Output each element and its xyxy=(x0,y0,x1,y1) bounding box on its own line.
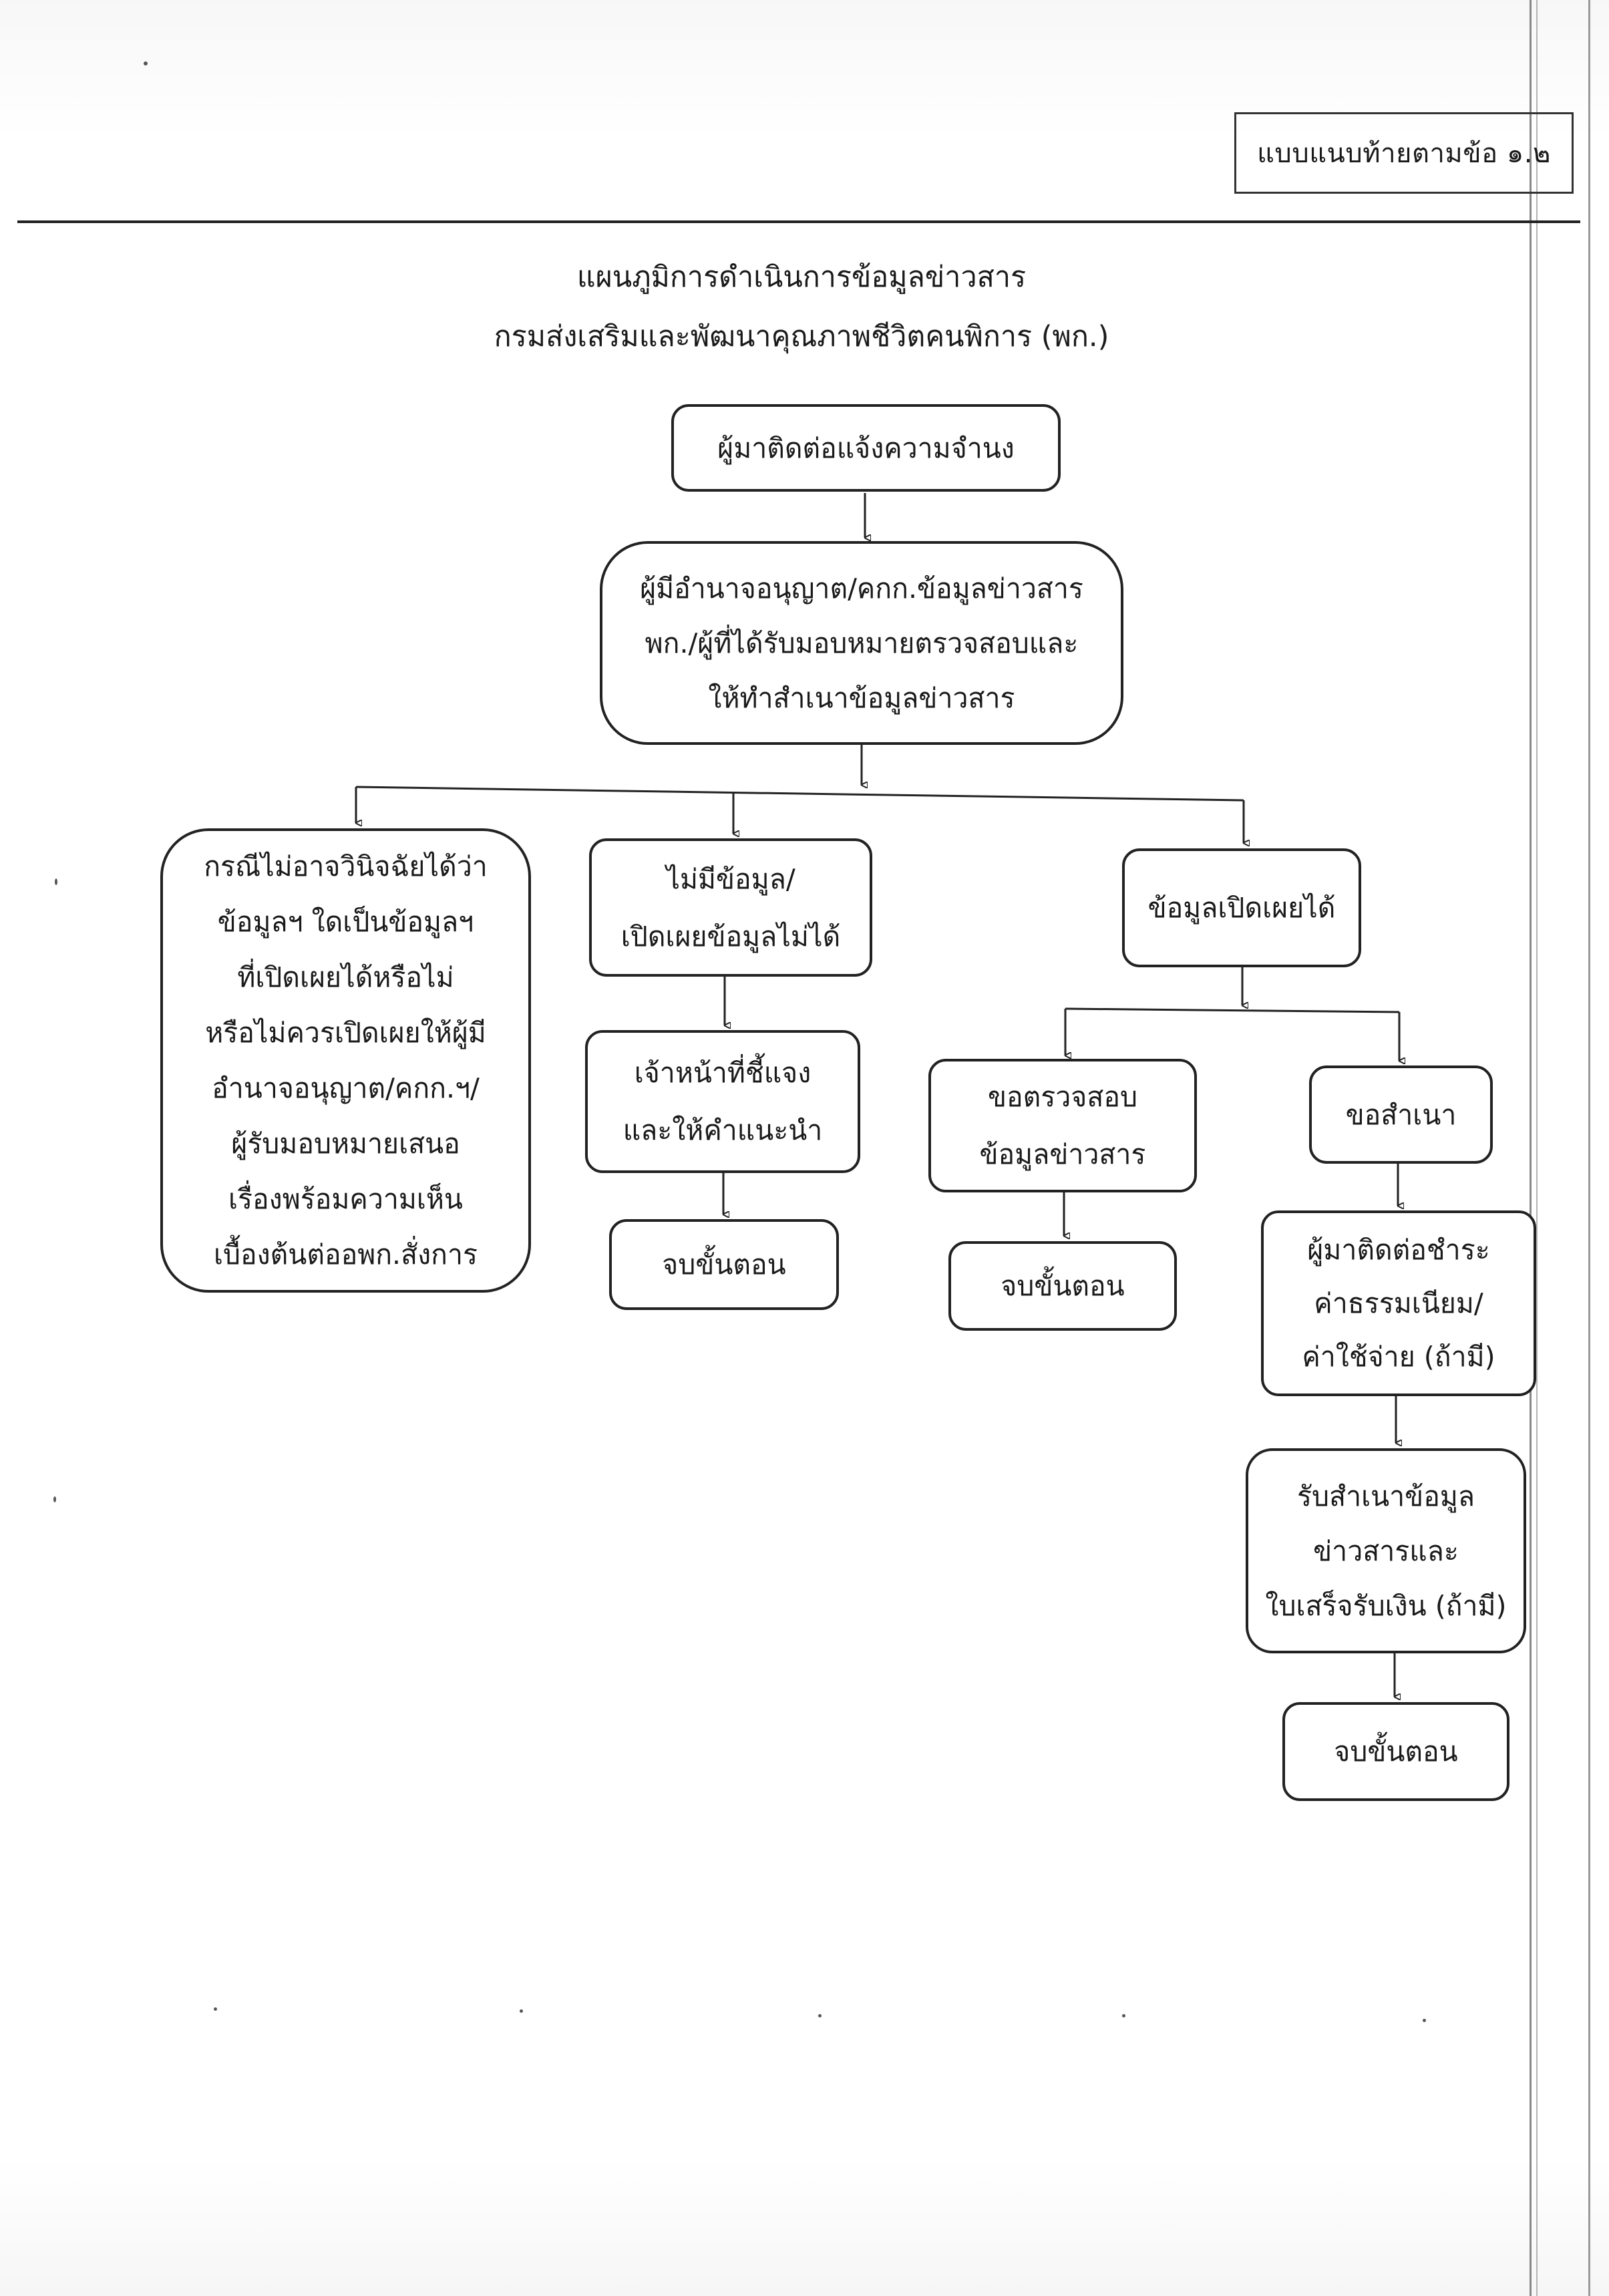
node-text-line: ที่เปิดเผยได้หรือไม่ xyxy=(237,961,454,993)
node-text-line: ข้อมูลฯ ใดเป็นข้อมูลฯ xyxy=(217,905,474,938)
node-text-line: ค่าใช้จ่าย (ถ้ามี) xyxy=(1302,1341,1495,1373)
scan-speck xyxy=(1423,2019,1426,2022)
node-text-line: จบขั้นตอน xyxy=(1334,1736,1458,1768)
connector-sub-split-bar xyxy=(1065,1007,1400,1013)
scan-speck xyxy=(53,1496,56,1502)
node-text-line: เรื่องพร้อมความเห็น xyxy=(228,1182,463,1215)
scan-speck xyxy=(214,2007,217,2011)
flow-node-request: ผู้มาติดต่อแจ้งความจำนง xyxy=(671,404,1061,492)
scan-speck xyxy=(55,878,57,885)
node-text-line: กรณีไม่อาจวินิจฉัยได้ว่า xyxy=(204,850,488,882)
node-text-line: ข้อมูลเปิดเผยได้ xyxy=(1147,892,1336,924)
node-text-line: ขอสำเนา xyxy=(1345,1098,1457,1131)
header-rule xyxy=(17,220,1580,223)
node-text-line: ข่าวสารและ xyxy=(1313,1534,1459,1567)
connector-split-bar xyxy=(355,786,1244,802)
node-text-line: รับสำเนาข้อมูล xyxy=(1297,1480,1475,1512)
scan-speck xyxy=(144,61,148,65)
node-text-line: จบขั้นตอน xyxy=(1001,1270,1125,1302)
scan-edge-line xyxy=(1536,0,1538,2296)
node-text-line: ผู้มาติดต่อแจ้งความจำนง xyxy=(717,432,1015,464)
scan-speck xyxy=(1122,2014,1125,2017)
flow-node-end-a: จบขั้นตอน xyxy=(609,1219,839,1310)
scan-speck xyxy=(520,2009,523,2013)
node-text-line: หรือไม่ควรเปิดเผยให้ผู้มี xyxy=(205,1016,486,1049)
node-text-line: ข้อมูลข่าวสาร xyxy=(979,1138,1146,1170)
node-text-line: เจ้าหน้าที่ชี้แจง xyxy=(634,1057,812,1089)
node-text-line: ใบเสร็จรับเงิน (ถ้ามี) xyxy=(1265,1589,1507,1622)
node-text-line: และให้คำแนะนำ xyxy=(622,1114,823,1146)
node-text-line: ให้ทำสำเนาข้อมูลข่าวสาร xyxy=(708,681,1015,714)
node-text-line: พก./ผู้ที่ได้รับมอบหมายตรวจสอบและ xyxy=(645,627,1079,659)
node-text-line: ผู้มีอำนาจอนุญาต/คกก.ข้อมูลข่าวสาร xyxy=(640,572,1083,605)
node-text-line: อำนาจอนุญาต/คกก.ฯ/ xyxy=(212,1072,480,1104)
flow-node-end-c: จบขั้นตอน xyxy=(1282,1702,1509,1801)
flow-node-request-inspect: ขอตรวจสอบ ข้อมูลข่าวสาร xyxy=(928,1059,1197,1192)
flow-node-officer-explains: เจ้าหน้าที่ชี้แจง และให้คำแนะนำ xyxy=(585,1030,860,1173)
node-text-line: เบื้องต้นต่ออพก.สั่งการ xyxy=(213,1238,478,1271)
chart-title-line-2: กรมส่งเสริมและพัฒนาคุณภาพชีวิตคนพิการ (พ… xyxy=(494,320,1109,353)
scan-edge-line xyxy=(1588,0,1590,2296)
flow-node-no-info: ไม่มีข้อมูล/ เปิดเผยข้อมูลไม่ได้ xyxy=(589,838,872,977)
node-text-line: เปิดเผยข้อมูลไม่ได้ xyxy=(620,920,841,953)
flow-node-request-copy: ขอสำเนา xyxy=(1309,1065,1493,1164)
form-reference-label: แบบแนบท้ายตามข้อ ๑.๒ xyxy=(1257,138,1551,169)
node-text-line: ขอตรวจสอบ xyxy=(987,1081,1138,1113)
flow-node-undecidable-case: กรณีไม่อาจวินิจฉัยได้ว่า ข้อมูลฯ ใดเป็นข… xyxy=(160,828,531,1293)
flow-node-authorize: ผู้มีอำนาจอนุญาต/คกก.ข้อมูลข่าวสาร พก./ผ… xyxy=(600,541,1123,745)
node-text-line: ค่าธรรมเนียม/ xyxy=(1314,1287,1483,1319)
flow-node-disclosable: ข้อมูลเปิดเผยได้ xyxy=(1122,848,1361,967)
node-text-line: ผู้มาติดต่อชำระ xyxy=(1307,1234,1490,1266)
scan-speck xyxy=(818,2014,822,2017)
chart-title-line-1: แผนภูมิการดำเนินการข้อมูลข่าวสาร xyxy=(576,261,1027,294)
node-text-line: ไม่มีข้อมูล/ xyxy=(666,862,795,895)
flow-node-receive-copy: รับสำเนาข้อมูล ข่าวสารและ ใบเสร็จรับเงิน… xyxy=(1246,1448,1526,1653)
flow-node-pay-fee: ผู้มาติดต่อชำระ ค่าธรรมเนียม/ ค่าใช้จ่าย… xyxy=(1261,1210,1536,1396)
flow-node-end-b: จบขั้นตอน xyxy=(948,1241,1177,1331)
form-reference-box: แบบแนบท้ายตามข้อ ๑.๒ xyxy=(1234,112,1574,194)
node-text-line: จบขั้นตอน xyxy=(662,1249,786,1281)
node-text-line: ผู้รับมอบหมายเสนอ xyxy=(231,1127,460,1160)
scan-edge-line xyxy=(1530,0,1532,2296)
